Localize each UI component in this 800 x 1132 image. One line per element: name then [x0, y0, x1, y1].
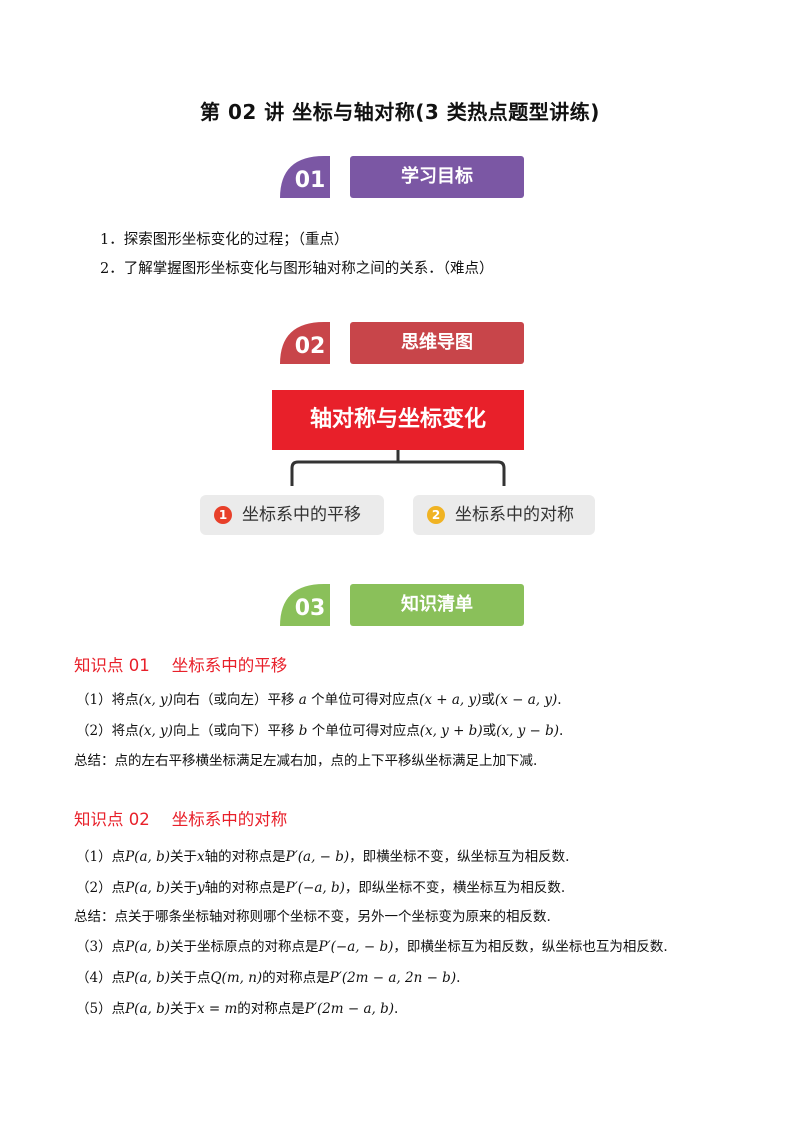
math-expression: P(a, b): [125, 880, 170, 896]
mindmap-node-label: 坐标系中的对称: [455, 505, 574, 525]
section-badge-knowledge: 03 知识清单: [272, 580, 532, 640]
knowledge-line: （1）将点(x, y)向右（或向左）平移 a 个单位可得对应点(x + a, y…: [76, 688, 562, 708]
badge-shape: [280, 156, 524, 198]
text-run: 个单位可得对应点: [311, 692, 420, 708]
badge-number-bg: [280, 156, 330, 198]
math-expression: (x, y): [138, 723, 173, 739]
math-expression: P′(−a, − b): [318, 939, 394, 955]
mindmap-node-label: 坐标系中的平移: [242, 505, 361, 525]
page-title: 第 02 讲 坐标与轴对称(3 类热点题型讲练): [200, 100, 600, 124]
text-run: .: [559, 723, 564, 739]
math-expression: Q(m, n): [210, 970, 263, 986]
math-expression: P(a, b): [125, 970, 170, 986]
math-expression: (x − a, y): [494, 692, 558, 708]
text-run: 轴的对称点是: [204, 880, 286, 896]
math-expression: P′(a, − b): [285, 849, 350, 865]
knowledge-heading: 知识点 02 坐标系中的对称: [74, 806, 287, 830]
text-run: 关于点: [169, 970, 211, 986]
text-run: 的对称点是: [262, 970, 330, 986]
knowledge-summary: 总结：点的左右平移横坐标满足左减右加，点的上下平移纵坐标满足上加下减.: [74, 753, 538, 769]
text-run: 向上（或向下）平移: [172, 723, 295, 739]
mindmap-node: 2 坐标系中的对称: [413, 495, 595, 535]
math-expression: P′(−a, b): [285, 880, 345, 896]
math-expression: P(a, b): [125, 849, 170, 865]
badge-label-bg: [350, 156, 524, 198]
text-run: （3）点: [76, 939, 126, 955]
knowledge-heading: 知识点 01 坐标系中的平移: [74, 652, 287, 676]
text-run: 轴的对称点是: [204, 849, 286, 865]
knowledge-title: 坐标系中的对称: [171, 810, 288, 829]
text-run: （1）将点: [76, 692, 139, 708]
math-variable: b: [298, 723, 308, 739]
badge-number: 01: [294, 168, 326, 193]
text-run: 个单位可得对应点: [311, 723, 420, 739]
math-expression: P′(2m − a, 2n − b): [329, 970, 457, 986]
section-badge-mindmap: 02 思维导图: [272, 318, 532, 378]
text-run: （2）将点: [76, 723, 139, 739]
badge-shape: [280, 322, 524, 364]
text-run: 或: [482, 723, 497, 739]
number-marker: 2: [427, 506, 445, 524]
text-run: .: [456, 970, 461, 986]
math-variable: x: [196, 849, 205, 865]
text-run: ，即横坐标互为相反数，纵坐标也互为相反数.: [393, 939, 668, 955]
badge-number: 02: [294, 334, 326, 359]
badge-number-bg: [280, 322, 330, 364]
badge-label-bg: [350, 584, 524, 626]
mindmap-node: 1 坐标系中的平移: [200, 495, 384, 535]
text-run: 关于: [169, 1001, 197, 1017]
badge-label: 知识清单: [401, 594, 473, 615]
badge-number-bg: [280, 584, 330, 626]
badge-label: 学习目标: [401, 166, 473, 187]
text-run: 向右（或向左）平移: [172, 692, 295, 708]
math-variable: a: [298, 692, 307, 708]
text-run: （1）点: [76, 849, 126, 865]
knowledge-line: （2）将点(x, y)向上（或向下）平移 b 个单位可得对应点(x, y + b…: [76, 719, 563, 739]
text-run: （4）点: [76, 970, 126, 986]
badge-number: 03: [294, 596, 326, 621]
text-run: 关于: [169, 849, 197, 865]
text-run: 关于: [169, 880, 197, 896]
math-variable: y: [196, 880, 205, 896]
text-run: .: [557, 692, 562, 708]
math-expression: P(a, b): [125, 1001, 170, 1017]
text-run: （5）点: [76, 1001, 126, 1017]
mindmap-connector: [290, 450, 506, 486]
knowledge-line: （2）点P(a, b)关于y轴的对称点是P′(−a, b)，即纵坐标不变，横坐标…: [76, 876, 565, 896]
knowledge-title: 坐标系中的平移: [171, 656, 288, 675]
knowledge-number: 知识点 01: [74, 656, 150, 675]
badge-label: 思维导图: [401, 332, 473, 353]
goal-item: 2．了解掌握图形坐标变化与图形轴对称之间的关系．（难点）: [100, 261, 494, 277]
badge-label-bg: [350, 322, 524, 364]
knowledge-summary: 总结：点关于哪条坐标轴对称则哪个坐标不变，另外一个坐标变为原来的相反数.: [74, 909, 551, 925]
number-marker: 1: [214, 506, 232, 524]
text-run: （2）点: [76, 880, 126, 896]
math-expression: (x, y − b): [496, 723, 560, 739]
text-run: 的对称点是: [237, 1001, 305, 1017]
badge-shape: [280, 584, 524, 626]
section-badge-goals: 01 学习目标: [272, 152, 532, 212]
text-run: ，即纵坐标不变，横坐标互为相反数.: [344, 880, 566, 896]
knowledge-line: （1）点P(a, b)关于x轴的对称点是P′(a, − b)，即横坐标不变，纵坐…: [76, 845, 569, 865]
knowledge-line: （4）点P(a, b)关于点Q(m, n)的对称点是P′(2m − a, 2n …: [76, 966, 460, 986]
goal-item: 1．探索图形坐标变化的过程；（重点）: [100, 232, 349, 248]
text-run: .: [394, 1001, 399, 1017]
math-expression: (x, y + b): [419, 723, 483, 739]
knowledge-line: （3）点P(a, b)关于坐标原点的对称点是P′(−a, − b)，即横坐标互为…: [76, 935, 668, 955]
text-run: 或: [481, 692, 495, 708]
knowledge-number: 知识点 02: [74, 810, 150, 829]
mindmap-root: 轴对称与坐标变化: [272, 390, 524, 450]
math-expression: x = m: [196, 1001, 238, 1017]
math-expression: P′(2m − a, b): [304, 1001, 395, 1017]
knowledge-line: （5）点P(a, b)关于x = m的对称点是P′(2m − a, b).: [76, 997, 398, 1017]
text-run: 关于坐标原点的对称点是: [169, 939, 319, 955]
text-run: ，即横坐标不变，纵坐标互为相反数.: [349, 849, 570, 865]
math-expression: (x, y): [138, 692, 173, 708]
math-expression: P(a, b): [125, 939, 170, 955]
math-expression: (x + a, y): [419, 692, 482, 708]
